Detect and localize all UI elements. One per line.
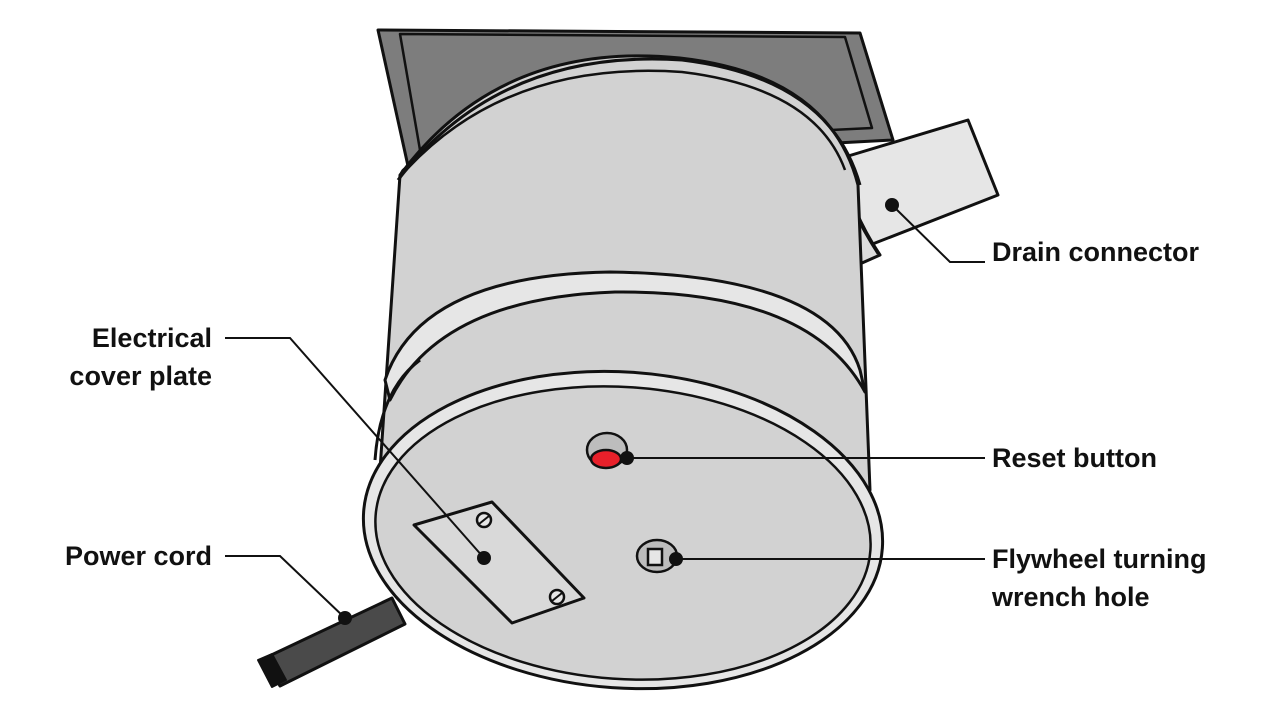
label-reset-button-line1: Reset button — [992, 443, 1157, 473]
dot-power-cord — [338, 611, 352, 625]
label-power-cord-line1: Power cord — [64, 541, 212, 571]
electrical-cover-plate — [412, 500, 586, 625]
label-drain-connector-line1: Drain connector — [992, 237, 1200, 267]
leader-drain-connector — [891, 204, 985, 263]
label-power-cord: Power cord — [65, 537, 212, 575]
label-flywheel-wrench-hole-line2: wrench hole — [992, 582, 1150, 612]
label-drain-connector: Drain connector — [992, 233, 1199, 271]
label-electrical-cover-plate: Electrical cover plate — [69, 319, 212, 395]
label-electrical-cover-plate-line1: Electrical — [91, 323, 212, 353]
dot-reset-button — [620, 451, 634, 465]
leader-power-cord — [225, 555, 346, 619]
dot-electrical-cover-plate — [477, 551, 491, 565]
leader-electrical-cover-plate — [225, 337, 485, 559]
leader-dots — [338, 198, 899, 625]
middle-ring — [373, 270, 867, 461]
label-flywheel-wrench-hole-line1: Flywheel turning — [992, 544, 1207, 574]
label-flywheel-wrench-hole: Flywheel turning wrench hole — [992, 540, 1207, 616]
label-reset-button: Reset button — [992, 439, 1157, 477]
leader-lines — [225, 204, 985, 619]
power-cord-shape — [257, 596, 407, 688]
label-electrical-cover-plate-line2: cover plate — [69, 361, 212, 391]
dot-wrench-hole — [669, 552, 683, 566]
dot-drain-connector — [885, 198, 899, 212]
reset-button-icon — [585, 431, 629, 470]
